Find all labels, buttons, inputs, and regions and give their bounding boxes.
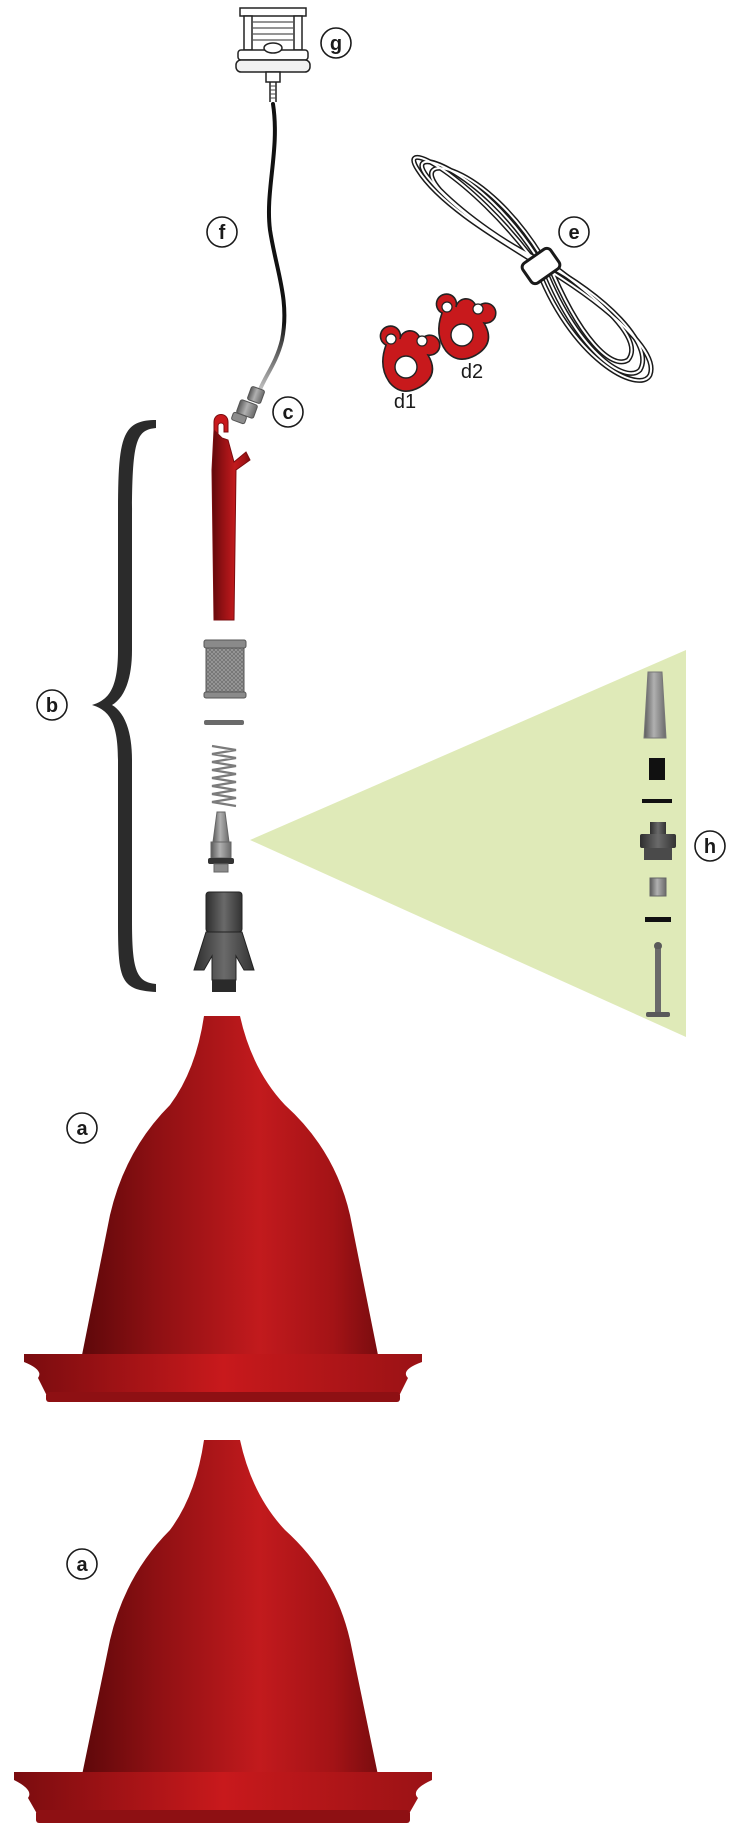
label-g: g: [330, 33, 342, 55]
valve-housing: [193, 891, 255, 992]
clamp-hanger: [235, 7, 311, 102]
label-e: e: [568, 222, 579, 244]
o-ring: [204, 720, 244, 725]
bracket-b: [92, 420, 156, 992]
callout-e: e: [558, 216, 590, 248]
label-d1: d1: [394, 391, 416, 413]
cord-connector: [231, 386, 265, 425]
bell-base-upper: [24, 1016, 422, 1402]
bell-base-lower: [14, 1440, 432, 1823]
cord: [256, 102, 287, 397]
detail-parts: [640, 671, 676, 1017]
label-d2: d2: [461, 361, 483, 383]
callout-g: g: [320, 27, 352, 59]
red-ring-connector-d2: [435, 293, 497, 360]
callout-b: b: [36, 689, 68, 721]
callout-a-lower: a: [66, 1548, 98, 1580]
label-c: c: [282, 402, 293, 424]
label-b: b: [46, 695, 58, 717]
valve-stem: [208, 811, 234, 873]
coiled-rope: [411, 154, 654, 383]
red-feed-arm: [211, 414, 251, 621]
callout-a-upper: a: [66, 1112, 98, 1144]
spring: [211, 744, 237, 808]
callout-h: h: [694, 830, 726, 862]
label-a-lower: a: [76, 1554, 88, 1576]
label-h: h: [704, 836, 716, 858]
mesh-filter: [203, 639, 247, 699]
red-ring-connector-d1: [379, 325, 441, 392]
label-a-upper: a: [76, 1118, 88, 1140]
callout-c: c: [272, 396, 304, 428]
label-f: f: [219, 222, 226, 244]
callout-f: f: [206, 216, 238, 248]
detail-highlight-wedge: [250, 650, 686, 1037]
